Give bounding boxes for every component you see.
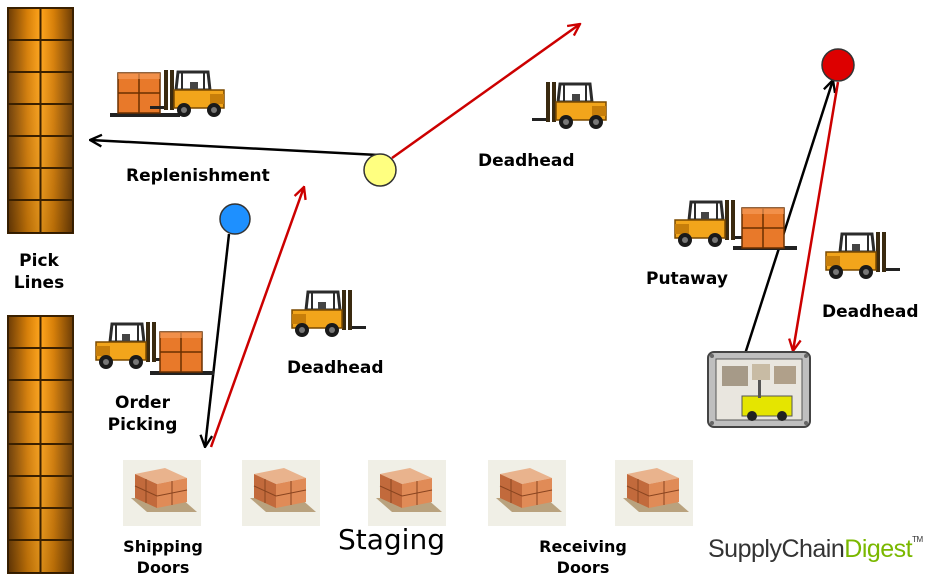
staging-pallet-1-icon — [122, 459, 202, 527]
forklift-deadhead-mid-icon — [290, 288, 368, 339]
forklift-putaway-icon — [673, 198, 797, 250]
label-pick: Pick — [19, 251, 59, 271]
brand-part-1: SupplyChain — [708, 535, 845, 563]
label-lines: Lines — [13, 273, 65, 293]
label-picking: Picking — [107, 415, 178, 435]
red-node — [821, 48, 855, 82]
staging-pallet-2-icon — [241, 459, 321, 527]
label-receiving: Receiving — [539, 537, 627, 556]
label-shipping-doors: Shipping Doors — [108, 536, 218, 578]
order-picking-path — [205, 233, 231, 447]
label-deadhead-top: Deadhead — [478, 151, 575, 171]
staging-pallet-3-icon — [367, 459, 447, 527]
label-deadhead-right: Deadhead — [822, 302, 919, 322]
label-receiving-doors-word: Doors — [556, 558, 610, 577]
label-receiving-doors: Receiving Doors — [528, 536, 638, 578]
label-pick-lines: Pick Lines — [6, 250, 72, 294]
forklift-deadhead-top-icon — [530, 80, 608, 131]
label-shipping-doors-word: Doors — [136, 558, 190, 577]
supplychaindigest-logo: SupplyChainDigestTM — [708, 535, 923, 564]
putaway-path — [743, 80, 833, 355]
brand-tm: TM — [912, 535, 923, 544]
label-shipping: Shipping — [123, 537, 203, 556]
deadhead-path-mid — [209, 187, 304, 448]
replenishment-path — [90, 140, 379, 157]
pick-line-rack-bottom — [7, 315, 74, 574]
forklift-deadhead-right-icon — [824, 230, 902, 281]
label-putaway: Putaway — [646, 269, 728, 289]
brand-part-2: Digest — [844, 535, 913, 563]
label-deadhead-mid: Deadhead — [287, 358, 384, 378]
truck-dock-icon — [707, 351, 811, 428]
staging-pallet-5-icon — [614, 459, 694, 527]
forklift-order-picking-icon — [94, 320, 214, 375]
yellow-node — [363, 153, 397, 187]
label-order-picking: Order Picking — [95, 392, 190, 436]
staging-pallet-4-icon — [487, 459, 567, 527]
deadhead-path-right — [793, 81, 840, 351]
label-order: Order — [115, 393, 170, 413]
label-replenishment: Replenishment — [126, 166, 270, 186]
label-staging: Staging — [338, 523, 445, 556]
blue-node — [219, 203, 251, 235]
deadhead-path-top — [391, 24, 580, 160]
pick-line-rack-top — [7, 7, 74, 234]
forklift-replenishment-icon — [110, 68, 226, 119]
